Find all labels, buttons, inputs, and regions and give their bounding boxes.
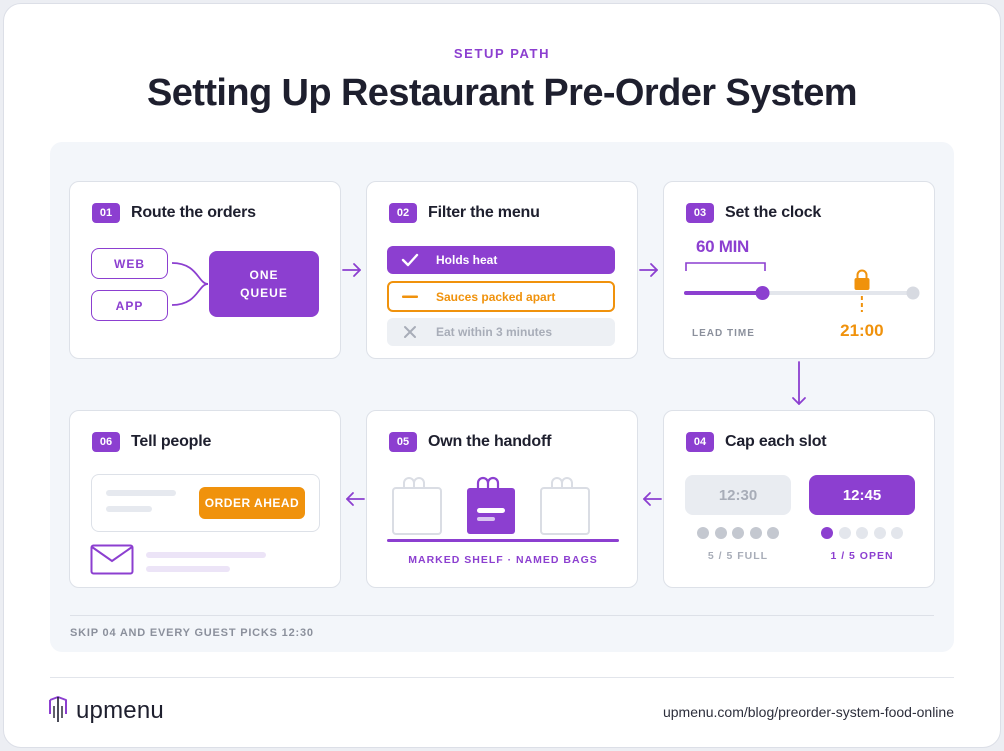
text-placeholder-line: [106, 506, 152, 512]
capacity-dot: [697, 527, 709, 539]
site-banner-mock: ORDER AHEAD: [91, 474, 320, 532]
step-card-filter-menu: 02 Filter the menu Holds heat Sauces pac…: [366, 181, 638, 359]
capacity-dot: [873, 527, 886, 539]
one-queue-box: ONE QUEUE: [209, 251, 319, 317]
menu-item-label: Sauces packed apart: [436, 289, 556, 304]
card-header: 01 Route the orders: [92, 203, 256, 223]
bag-icon: [540, 477, 590, 535]
card-header: 06 Tell people: [92, 432, 211, 452]
message-placeholder-line: [146, 566, 230, 572]
card-header: 04 Cap each slot: [686, 432, 827, 452]
footer-divider: [50, 677, 954, 678]
app-source-pill: APP: [91, 290, 168, 321]
step-title: Own the handoff: [428, 433, 552, 450]
capacity-dot: [856, 527, 868, 539]
step-title: Tell people: [131, 433, 212, 450]
capacity-dot: [891, 527, 903, 539]
timeline-track: [684, 262, 920, 312]
step-card-tell-people: 06 Tell people ORDER AHEAD: [69, 410, 341, 588]
menu-item-sauces-apart: Sauces packed apart: [387, 281, 615, 312]
clock-time: 21:00: [840, 321, 884, 340]
named-bag-icon: [467, 476, 515, 534]
menu-item-label: Eat within 3 minutes: [436, 325, 553, 339]
menu-item-label: Holds heat: [436, 253, 498, 267]
queue-line-2: QUEUE: [240, 286, 288, 300]
eyebrow-label: SETUP PATH: [453, 46, 551, 61]
slot-full[interactable]: 12:30: [685, 475, 791, 515]
track-end-knob: [906, 286, 920, 300]
card-header: 02 Filter the menu: [389, 203, 540, 223]
check-icon: [398, 253, 422, 267]
step-number: 02: [389, 203, 417, 223]
capacity-dot: [767, 527, 779, 539]
step-title: Cap each slot: [725, 433, 827, 450]
slot-open[interactable]: 12:45: [809, 475, 915, 515]
step-number: 01: [92, 203, 120, 223]
slot-full-caption: 5 / 5 FULL: [707, 550, 769, 562]
queue-line-1: ONE: [249, 268, 279, 282]
capacity-dot: [714, 527, 727, 539]
menu-item-holds-heat: Holds heat: [387, 246, 615, 274]
brand-name: upmenu: [76, 697, 164, 724]
capacity-dot: [732, 527, 744, 539]
slot-open-caption: 1 / 5 OPEN: [830, 550, 894, 562]
step-card-handoff: 05 Own the handoff MARKED SHELF · NAMED …: [366, 410, 638, 588]
step-card-cap-slot: 04 Cap each slot 12:30 12:45 5 / 5 FULL …: [663, 410, 935, 588]
capacity-dot: [838, 527, 851, 539]
lock-icon: [854, 269, 870, 290]
source-url[interactable]: upmenu.com/blog/preorder-system-food-onl…: [662, 704, 954, 720]
order-ahead-button[interactable]: ORDER AHEAD: [199, 487, 305, 519]
shelf-illustration: [387, 476, 619, 542]
handoff-caption: MARKED SHELF · NAMED BAGS: [408, 554, 598, 566]
menu-item-eat-within: Eat within 3 minutes: [387, 318, 615, 346]
lead-bracket: [685, 262, 766, 271]
capacity-dot: [749, 527, 762, 539]
text-placeholder-line: [106, 490, 176, 496]
envelope-icon: [90, 544, 134, 575]
upmenu-logo-icon: [49, 696, 67, 722]
page-title: Setting Up Restaurant Pre-Order System: [147, 72, 858, 114]
step-title: Set the clock: [725, 204, 822, 221]
footnote: SKIP 04 AND EVERY GUEST PICKS 12:30: [70, 627, 314, 639]
panel-divider: [70, 615, 934, 616]
shelf-line: [387, 539, 619, 542]
lead-time-label: LEAD TIME: [692, 328, 755, 339]
step-title: Route the orders: [131, 204, 256, 221]
brand-logo[interactable]: upmenu: [48, 696, 164, 726]
step-number: 03: [686, 203, 714, 223]
merge-connector: [171, 262, 209, 306]
step-number: 04: [686, 432, 714, 452]
message-placeholder-line: [146, 552, 266, 558]
step-card-route-orders: 01 Route the orders WEB APP ONE QUEUE: [69, 181, 341, 359]
step-number: 05: [389, 432, 417, 452]
web-source-pill: WEB: [91, 248, 168, 279]
lead-time-value: 60 MIN: [696, 237, 749, 256]
lead-knob: [755, 286, 770, 300]
step-card-set-clock: 03 Set the clock 60 MIN LEAD TIME 21:00: [663, 181, 935, 359]
lead-fill: [684, 291, 763, 295]
bag-icon: [392, 477, 442, 535]
step-title: Filter the menu: [428, 204, 540, 221]
dash-icon: [398, 295, 422, 299]
card-header: 05 Own the handoff: [389, 432, 551, 452]
step-number: 06: [92, 432, 120, 452]
x-icon: [398, 325, 422, 339]
capacity-dot: [821, 527, 833, 539]
card-header: 03 Set the clock: [686, 203, 821, 223]
